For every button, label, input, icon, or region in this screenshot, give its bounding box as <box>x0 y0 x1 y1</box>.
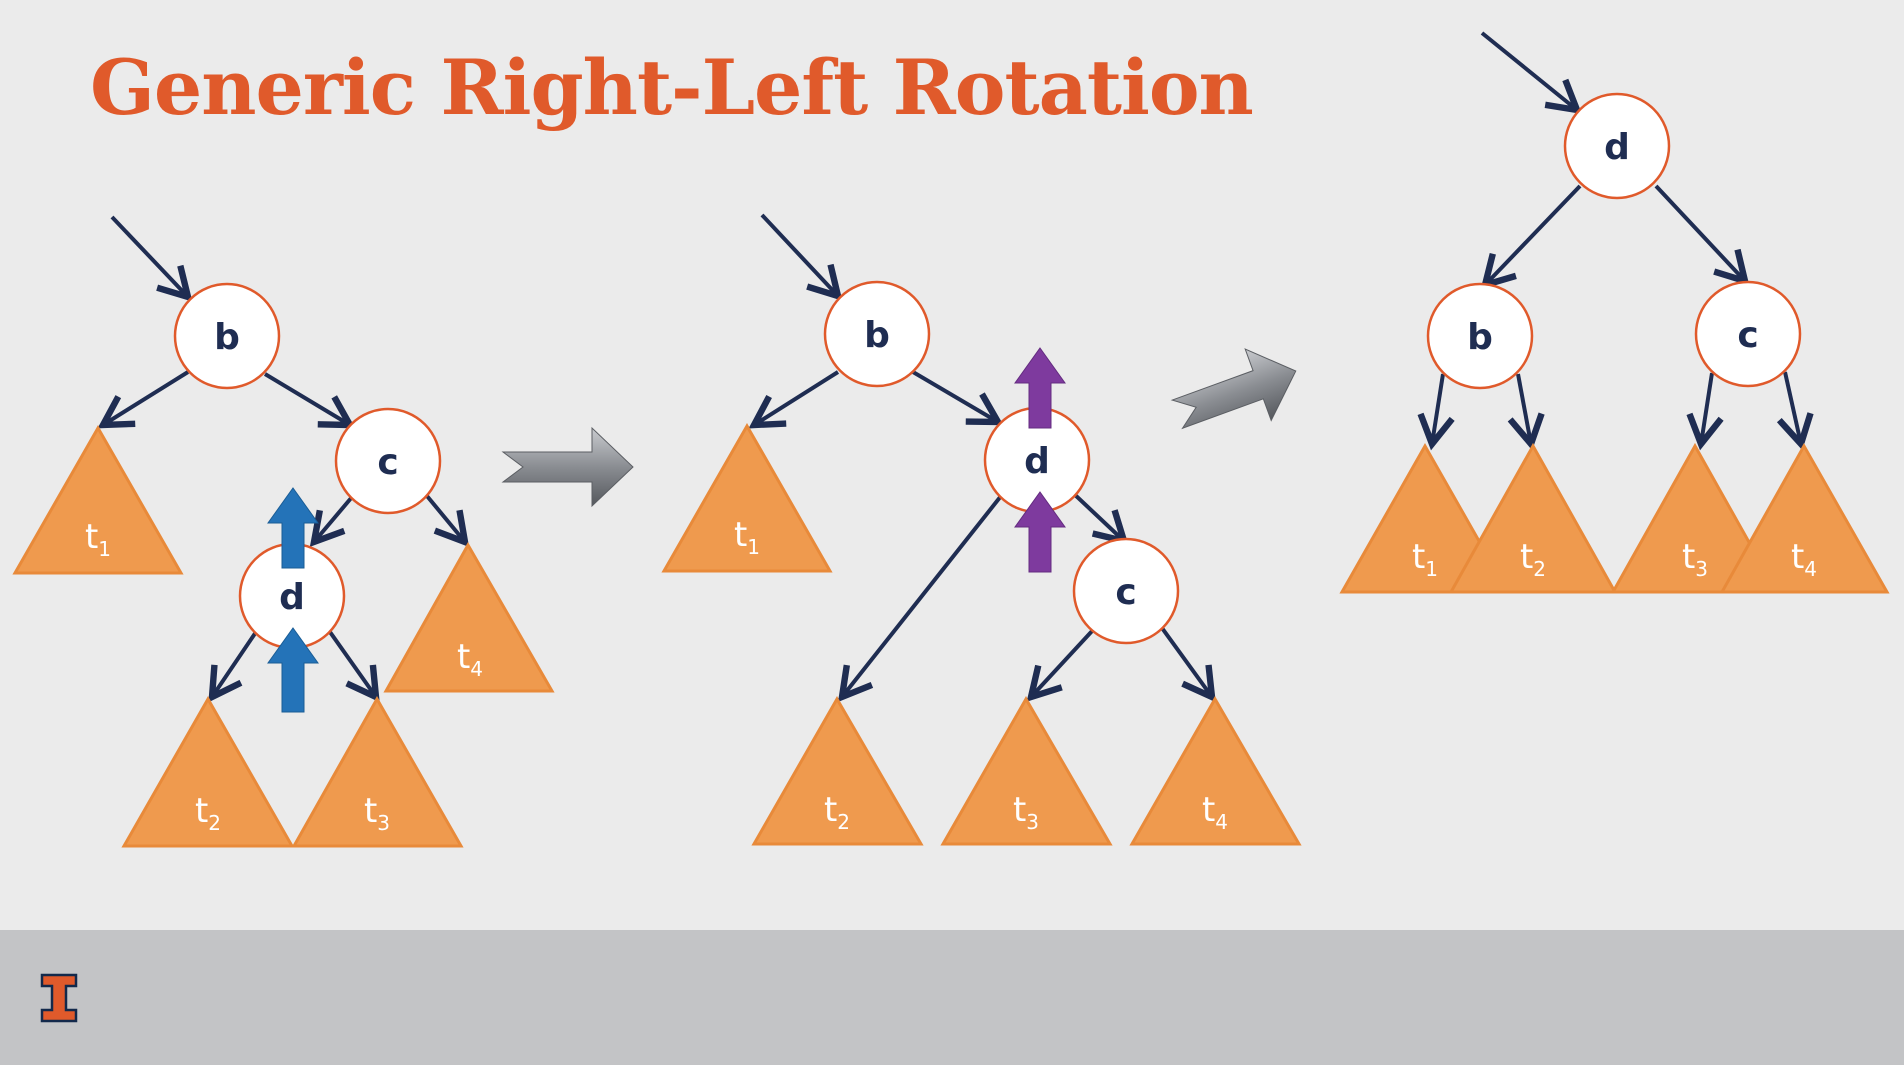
diagram-after: t1 t2 t3 t4 d b c <box>1339 31 1890 594</box>
edge-c-t3 <box>1686 372 1724 451</box>
edge-b-c <box>263 372 356 429</box>
slide-title: Generic Right-Left Rotation <box>90 43 1254 132</box>
svg-text:t3: t3 <box>1682 537 1708 581</box>
rotation-diagram: t1 t4 t2 t3 b c d <box>12 31 1890 848</box>
svg-text:b: b <box>864 315 890 356</box>
slide-footer <box>0 930 1904 1065</box>
diagram-middle: t1 t2 t3 t4 b d c <box>661 213 1302 846</box>
node-b: b <box>173 282 281 390</box>
node-c: c <box>1072 537 1180 645</box>
edge-c-t4 <box>425 494 470 547</box>
edge-c-t3 <box>1026 628 1095 702</box>
edge-d-c <box>1654 184 1750 286</box>
root-pointer-edge <box>1480 31 1583 115</box>
subtree-t4: t4 <box>383 541 555 693</box>
svg-text:t4: t4 <box>1202 790 1228 834</box>
svg-text:t1: t1 <box>1412 537 1438 581</box>
edge-d-t3 <box>328 630 380 703</box>
edge-c-t4 <box>1776 371 1814 451</box>
edge-b-d <box>911 370 1004 426</box>
tree-edges <box>1417 31 1814 451</box>
edge-b-t1 <box>748 370 840 429</box>
edge-d-t2 <box>208 630 258 703</box>
node-d: d <box>1563 92 1671 200</box>
subtree-t1: t1 <box>1339 442 1511 594</box>
subtree-t3: t3 <box>940 695 1113 846</box>
subtree-t3: t3 <box>1610 442 1780 594</box>
svg-text:c: c <box>1737 315 1758 356</box>
subtree-t2: t2 <box>121 695 295 848</box>
svg-text:d: d <box>1024 441 1050 482</box>
svg-text:b: b <box>1467 317 1493 358</box>
edge-b-t1 <box>97 370 190 429</box>
edge-b-t1 <box>1417 373 1455 451</box>
edge-b-t2 <box>1507 373 1545 451</box>
tree-edges <box>748 213 1216 703</box>
subtree-t4: t4 <box>1719 442 1890 594</box>
svg-text:t2: t2 <box>195 791 221 835</box>
diagram-before: t1 t4 t2 t3 b c d <box>12 215 555 848</box>
transition-arrow-icon <box>501 426 634 508</box>
edge-d-b <box>1480 184 1582 290</box>
subtree-t2: t2 <box>751 695 924 846</box>
node-b: b <box>823 280 931 388</box>
root-pointer-edge <box>110 215 193 302</box>
illinois-block-i-icon <box>40 973 78 1023</box>
subtree-t4: t4 <box>1129 695 1302 846</box>
purple-rotation-arrow-icon <box>1014 491 1066 573</box>
edge-c-d <box>309 495 354 547</box>
edge-c-t4 <box>1160 626 1216 703</box>
subtree-t2: t2 <box>1448 442 1618 594</box>
node-d: d <box>983 406 1091 514</box>
edge-d-t2 <box>837 494 1003 703</box>
svg-text:t4: t4 <box>1791 537 1817 581</box>
subtree-t1: t1 <box>12 424 184 575</box>
svg-text:t4: t4 <box>457 637 483 681</box>
svg-text:b: b <box>214 317 240 358</box>
svg-text:c: c <box>377 442 398 483</box>
node-d: d <box>238 542 346 650</box>
root-pointer-edge <box>760 213 843 301</box>
subtree-t1: t1 <box>661 422 833 573</box>
tree-edges <box>97 215 470 703</box>
node-c: c <box>334 407 442 515</box>
svg-text:d: d <box>279 577 305 618</box>
svg-text:c: c <box>1115 572 1136 613</box>
subtree-t3: t3 <box>291 695 464 848</box>
purple-rotation-arrow-icon <box>1014 347 1066 429</box>
blue-rotation-arrow-icon <box>267 487 319 569</box>
blue-rotation-arrow-icon <box>267 627 319 713</box>
node-b: b <box>1426 282 1534 390</box>
edge-d-c <box>1071 491 1129 546</box>
transition-arrow-icon <box>1170 348 1297 430</box>
svg-text:t2: t2 <box>1520 537 1546 581</box>
svg-text:t1: t1 <box>85 517 111 561</box>
node-c: c <box>1694 280 1802 388</box>
svg-text:t3: t3 <box>1013 790 1039 834</box>
svg-text:t2: t2 <box>824 790 850 834</box>
svg-text:t1: t1 <box>734 515 760 559</box>
svg-text:t3: t3 <box>364 791 390 835</box>
svg-text:d: d <box>1604 127 1630 168</box>
